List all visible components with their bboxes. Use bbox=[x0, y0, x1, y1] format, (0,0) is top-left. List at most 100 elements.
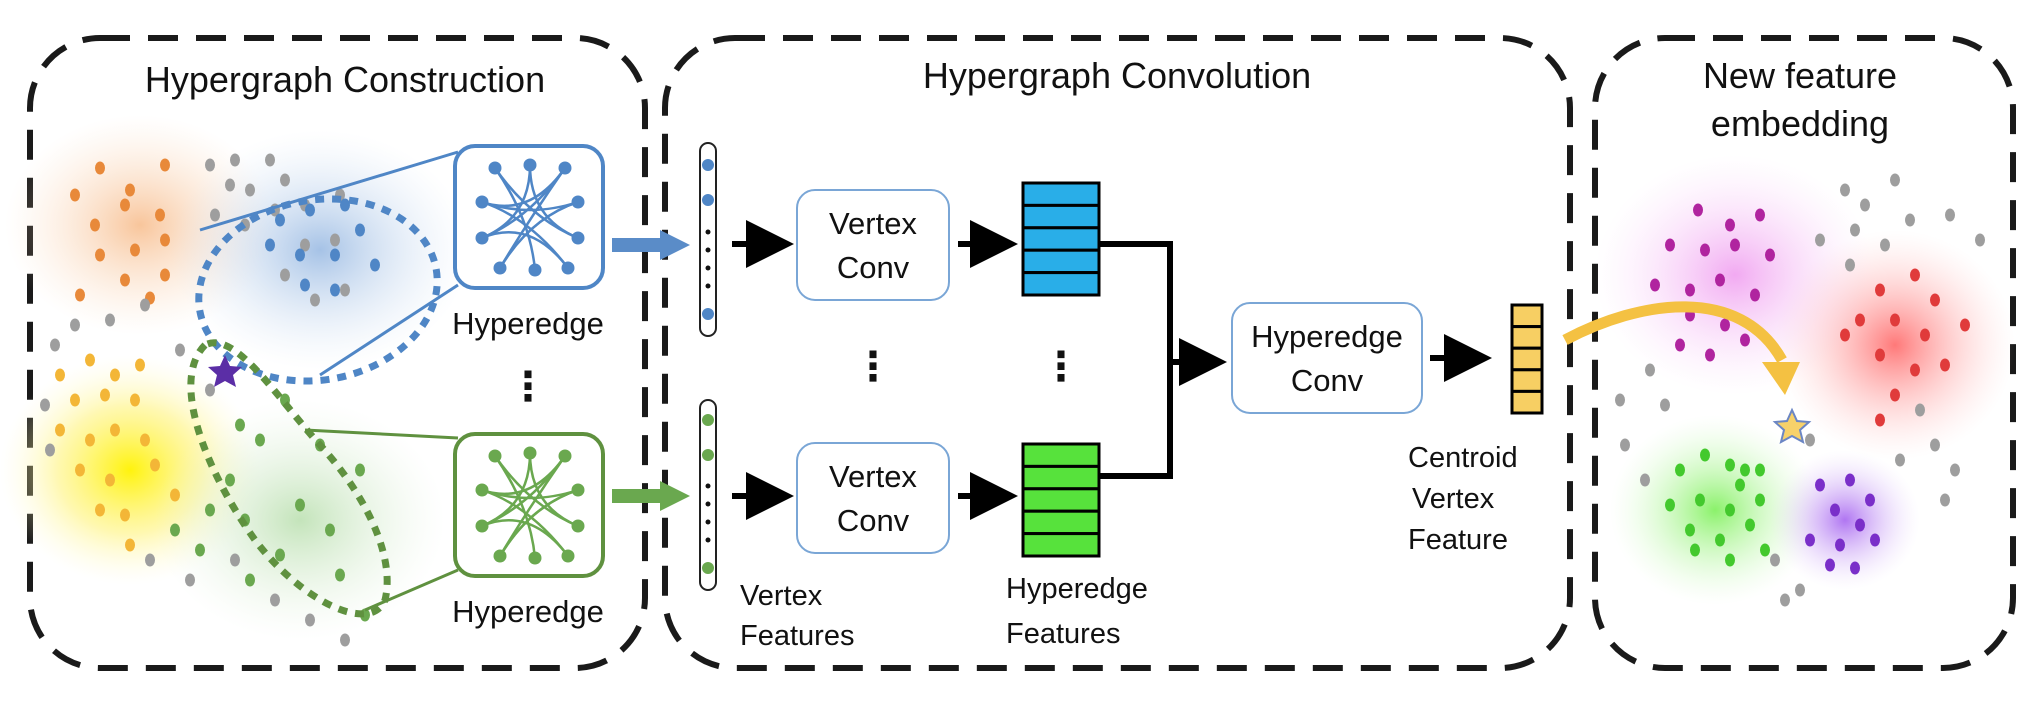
point-magenta bbox=[1765, 248, 1775, 262]
point-gray bbox=[175, 343, 185, 357]
point-purple bbox=[1835, 538, 1845, 552]
blue-transfer-arrow bbox=[612, 230, 690, 260]
point-yellow bbox=[95, 503, 105, 517]
point-purple bbox=[1870, 533, 1880, 547]
hyperedge-link bbox=[498, 488, 579, 557]
embedding-points bbox=[1615, 173, 1985, 607]
point-gray bbox=[280, 173, 290, 187]
point-gray bbox=[245, 183, 255, 197]
hyperedge-node bbox=[528, 551, 542, 565]
point-orange bbox=[95, 248, 105, 262]
hyperedge-link bbox=[493, 167, 537, 271]
hyperedge-node bbox=[475, 231, 489, 245]
hyperedge-features-line1: Hyperedge bbox=[1006, 573, 1148, 605]
hyperedge-conv-line2: Conv bbox=[1291, 363, 1364, 398]
vertex-conv-bottom-line1: Vertex bbox=[829, 459, 917, 494]
point-orange bbox=[125, 183, 135, 197]
point-gray bbox=[1975, 233, 1985, 247]
point-blue bbox=[300, 278, 310, 292]
point-gray bbox=[280, 268, 290, 282]
construction-points bbox=[40, 153, 380, 647]
blue-hyperedge-icon bbox=[453, 144, 605, 290]
point-magenta bbox=[1705, 348, 1715, 362]
point-yellow bbox=[85, 353, 95, 367]
hyperedge-node bbox=[475, 519, 489, 533]
point-green bbox=[325, 523, 335, 537]
vertex-features-line1: Vertex bbox=[740, 580, 823, 612]
embedding-curved-arrow bbox=[1562, 301, 1787, 363]
centroid-feature-bar bbox=[1510, 303, 1544, 415]
green-hyperedge-connector-bottom bbox=[364, 568, 459, 612]
feature-cell bbox=[1021, 181, 1101, 207]
embedding-title-line1: New feature bbox=[1703, 55, 1897, 96]
point-purple bbox=[1830, 503, 1840, 517]
hyperedge-label-bottom: Hyperedge bbox=[452, 594, 604, 629]
point-gray bbox=[330, 233, 340, 247]
hyperedge-node bbox=[558, 161, 572, 175]
construction-panel-frame bbox=[27, 35, 648, 671]
point-green bbox=[355, 463, 365, 477]
point-gray bbox=[105, 313, 115, 327]
point-green bbox=[245, 573, 255, 587]
convolution-panel-frame bbox=[662, 35, 1573, 671]
point-green-2 bbox=[1725, 503, 1735, 517]
point-gray bbox=[1890, 173, 1900, 187]
hyperedge-label-top: Hyperedge bbox=[452, 306, 604, 341]
vertex-conv-box-top: Vertex Conv bbox=[796, 189, 950, 301]
point-gray bbox=[1905, 213, 1915, 227]
point-magenta bbox=[1740, 333, 1750, 347]
point-red bbox=[1960, 318, 1970, 332]
green-transfer-arrow bbox=[612, 481, 690, 511]
point-magenta bbox=[1730, 238, 1740, 252]
point-gray bbox=[1615, 393, 1625, 407]
vertex-conv-box-bottom: Vertex Conv bbox=[796, 442, 950, 554]
point-magenta bbox=[1715, 273, 1725, 287]
construction-title: Hypergraph Construction bbox=[145, 59, 545, 100]
point-gray bbox=[230, 153, 240, 167]
point-orange bbox=[95, 161, 105, 175]
hyperedge-node bbox=[493, 549, 507, 563]
vertex-conv-ellipsis: ⋮ bbox=[853, 345, 893, 389]
point-blue bbox=[275, 213, 285, 227]
point-gray bbox=[1620, 438, 1630, 452]
point-green bbox=[275, 548, 285, 562]
point-blue bbox=[330, 283, 340, 297]
point-green-2 bbox=[1695, 493, 1705, 507]
point-magenta bbox=[1685, 283, 1695, 297]
blue-hyperedge-connector-bottom bbox=[319, 283, 459, 377]
centroid-star-purple bbox=[208, 355, 242, 387]
embedding-arrow-head bbox=[1762, 362, 1800, 395]
point-green-2 bbox=[1685, 523, 1695, 537]
point-green-2 bbox=[1700, 448, 1710, 462]
feature-cell bbox=[1021, 271, 1101, 297]
feature-cell bbox=[1021, 226, 1101, 252]
hyperedge-node bbox=[523, 158, 537, 172]
feature-cell bbox=[1021, 442, 1101, 468]
point-green-2 bbox=[1690, 543, 1700, 557]
point-gray bbox=[1880, 238, 1890, 252]
point-gray bbox=[45, 443, 55, 457]
hyperedge-link bbox=[481, 231, 569, 269]
point-yellow bbox=[105, 473, 115, 487]
point-magenta bbox=[1725, 218, 1735, 232]
hyperedge-link bbox=[498, 200, 579, 269]
point-red bbox=[1890, 313, 1900, 327]
point-gray bbox=[225, 178, 235, 192]
centroid-line3: Feature bbox=[1408, 524, 1508, 556]
point-gray bbox=[1945, 208, 1955, 222]
hyperedge-node bbox=[523, 446, 537, 460]
embedding-clusters bbox=[1595, 155, 2015, 605]
point-gray bbox=[1915, 403, 1925, 417]
point-red bbox=[1940, 358, 1950, 372]
convolution-title: Hypergraph Convolution bbox=[923, 55, 1311, 96]
point-gray bbox=[305, 613, 315, 627]
point-green bbox=[205, 503, 215, 517]
point-purple bbox=[1850, 561, 1860, 575]
point-gray bbox=[1770, 553, 1780, 567]
hyperedge-node bbox=[561, 261, 575, 275]
point-yellow bbox=[55, 368, 65, 382]
point-gray bbox=[270, 593, 280, 607]
green-cluster-glow-2 bbox=[1610, 415, 1820, 605]
